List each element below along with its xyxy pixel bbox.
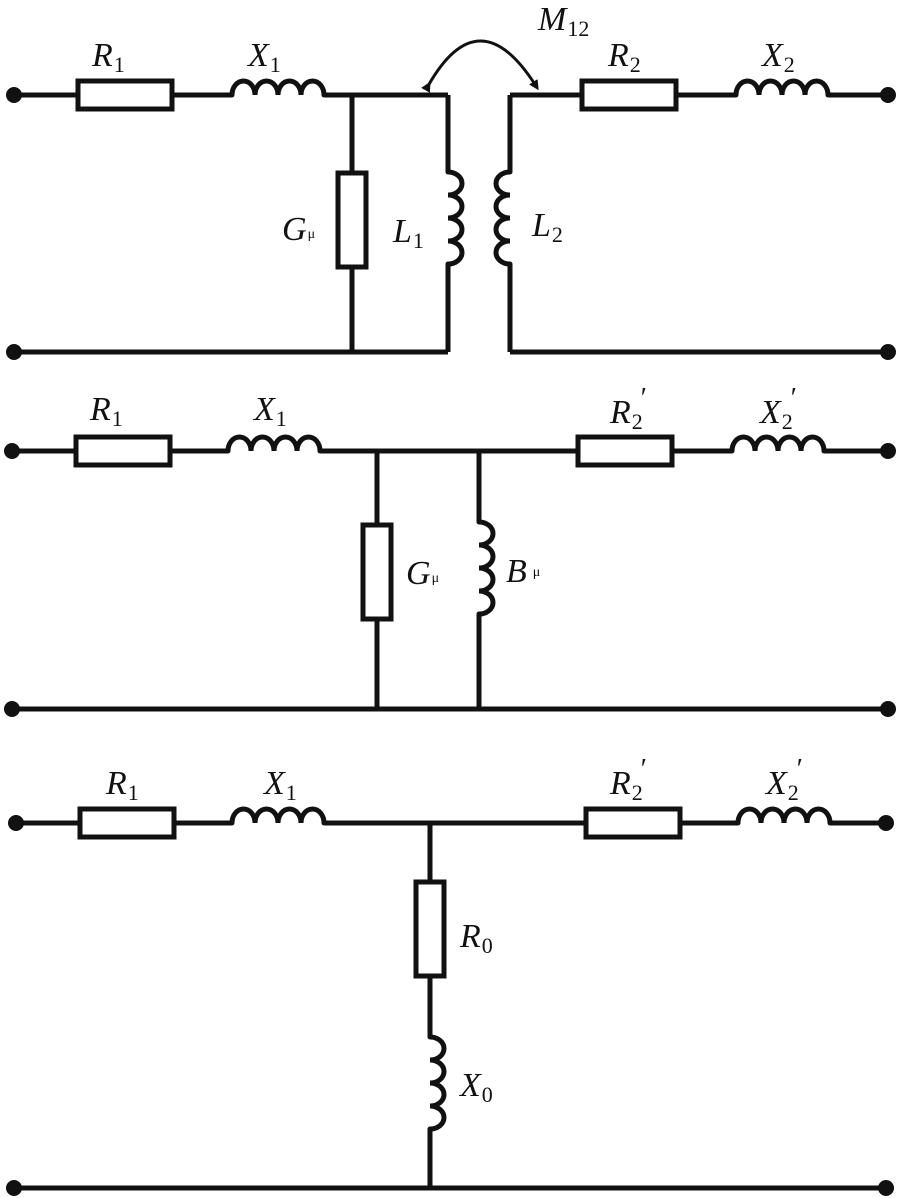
terminal — [6, 344, 22, 360]
terminal — [4, 443, 20, 459]
resistor-r1 — [73, 434, 173, 468]
terminal — [6, 87, 22, 103]
label-r1: R1 — [105, 765, 139, 805]
terminal — [880, 443, 896, 459]
label-r2-prime: R2′ — [609, 754, 647, 805]
circuit-3: R1 X1 R2′ X2′ R0 X0 — [6, 754, 894, 1196]
label-g-mu: Gμ — [282, 211, 315, 248]
label-r2-prime: R2′ — [609, 383, 647, 434]
inductor-x2-prime — [729, 434, 827, 454]
resistor-r2-prime — [583, 806, 683, 840]
label-l1: L1 — [392, 213, 424, 253]
resistor-r2-prime — [575, 434, 675, 468]
resistor-r1 — [77, 806, 177, 840]
terminal — [880, 87, 896, 103]
terminal — [880, 701, 896, 717]
label-g-mu: Gμ — [406, 555, 439, 592]
resistor-r2 — [579, 78, 679, 112]
label-l2: L2 — [531, 207, 563, 247]
inductor-l2 — [493, 169, 513, 267]
terminal — [8, 815, 24, 831]
label-r2: R2 — [607, 37, 641, 77]
terminal — [6, 1180, 22, 1196]
inductor-l1 — [445, 169, 465, 267]
label-r0: R0 — [459, 918, 493, 958]
inductor-b-mu — [476, 519, 496, 617]
terminal — [880, 344, 896, 360]
label-x2-prime: X2′ — [764, 754, 803, 805]
mutual-coupling-arrow — [421, 39, 539, 93]
inductor-x2-prime — [735, 806, 833, 826]
circuit-1: R1 X1 M12 R2 X2 Gμ L1 L2 — [6, 1, 896, 360]
inductor-x0 — [427, 1034, 447, 1132]
terminal — [4, 701, 20, 717]
terminal — [878, 815, 894, 831]
inductor-x1 — [229, 78, 327, 98]
label-x0: X0 — [458, 1067, 493, 1107]
label-x1: X1 — [252, 391, 287, 431]
inductor-x1 — [225, 434, 323, 454]
label-m12: M12 — [537, 1, 589, 41]
label-x2-prime: X2′ — [758, 383, 797, 434]
inductor-x2 — [733, 78, 831, 98]
resistor-g-mu — [360, 522, 394, 622]
resistor-r0 — [413, 879, 447, 979]
label-r1: R1 — [89, 391, 123, 431]
resistor-g-mu — [335, 170, 369, 270]
label-x1: X1 — [246, 37, 281, 77]
inductor-x1 — [229, 806, 327, 826]
label-x1: X1 — [262, 765, 297, 805]
label-x2: X2 — [760, 37, 795, 77]
label-r1: R1 — [91, 37, 125, 77]
resistor-r1 — [75, 78, 175, 112]
terminal — [878, 1180, 894, 1196]
